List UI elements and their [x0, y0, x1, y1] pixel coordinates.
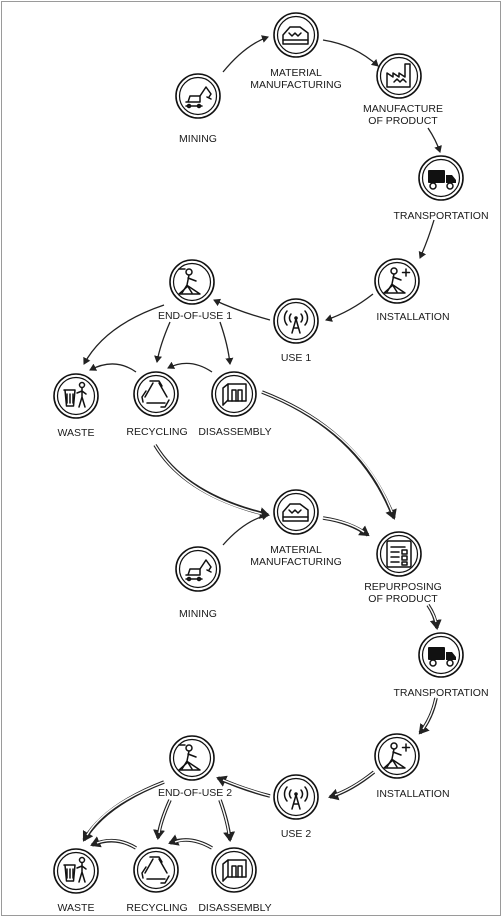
node-transportation-2 [418, 632, 464, 678]
arrow-eol1-to-recycling [154, 321, 171, 363]
label-material-1a: MATERIAL [270, 67, 322, 79]
arrow-eol1-to-disassembly [219, 321, 234, 365]
label-installation-1: INSTALLATION [376, 311, 449, 323]
label-manufacture-a: MANUFACTURE [363, 103, 443, 115]
label-end-of-use-2: END-OF-USE 2 [158, 787, 232, 799]
node-installation-1 [374, 258, 420, 304]
node-transportation-1 [418, 155, 464, 201]
node-repurposing [376, 531, 422, 577]
label-repurposing-a: REPURPOSING [364, 581, 442, 593]
node-material-2 [273, 489, 319, 535]
node-recycling-1 [133, 371, 179, 417]
arrow-disassembly-to-recycling [167, 361, 213, 373]
node-mining-1 [175, 73, 221, 119]
label-material-1b: MANUFACTURING [250, 79, 342, 91]
node-disassembly-2 [211, 847, 257, 893]
label-mining-2: MINING [179, 608, 217, 620]
node-end-of-use-2 [169, 735, 215, 781]
arrow-eol1-to-waste [83, 304, 165, 365]
label-transportation-1: TRANSPORTATION [393, 210, 488, 222]
label-waste-1: WASTE [58, 427, 95, 439]
label-manufacture-b: OF PRODUCT [368, 115, 438, 127]
label-recycling-2: RECYCLING [126, 902, 187, 914]
label-material-2b: MANUFACTURING [250, 556, 342, 568]
node-installation-2 [374, 733, 420, 779]
cycle-link-arrows [153, 390, 397, 520]
node-material-1 [273, 12, 319, 58]
arrow-transport-to-installation [418, 219, 435, 259]
arrow-mining-to-material-1 [222, 35, 269, 73]
arrow-mining-to-material-2 [222, 512, 269, 546]
cycle1-arrows [83, 35, 442, 373]
label-repurposing-b: OF PRODUCT [368, 593, 438, 605]
label-material-2a: MATERIAL [270, 544, 322, 556]
arrow-manufacture-to-transport [427, 127, 442, 153]
node-use-1 [273, 298, 319, 344]
node-disassembly-1 [211, 371, 257, 417]
arrow-material-to-manufacture [322, 39, 379, 67]
label-waste-2: WASTE [58, 902, 95, 914]
label-installation-2: INSTALLATION [376, 788, 449, 800]
label-disassembly-2: DISASSEMBLY [198, 902, 271, 914]
node-recycling-2 [133, 847, 179, 893]
node-waste-2 [53, 848, 99, 894]
arrow-use1-to-eol1 [213, 298, 271, 321]
node-use-2 [273, 774, 319, 820]
label-mining-1: MINING [179, 133, 217, 145]
node-end-of-use-1 [169, 259, 215, 305]
arrow-recycling-to-waste [89, 363, 137, 373]
label-end-of-use-1: END-OF-USE 1 [158, 310, 232, 322]
node-mining-2 [175, 546, 221, 592]
arrow-installation-to-use1 [325, 293, 374, 322]
label-transportation-2: TRANSPORTATION [393, 687, 488, 699]
label-disassembly-1: DISASSEMBLY [198, 426, 271, 438]
node-waste-1 [53, 373, 99, 419]
node-manufacture [376, 53, 422, 99]
label-use-1: USE 1 [281, 352, 312, 364]
cycle2-arrows [82, 512, 442, 850]
label-recycling-1: RECYCLING [126, 426, 187, 438]
label-use-2: USE 2 [281, 828, 312, 840]
